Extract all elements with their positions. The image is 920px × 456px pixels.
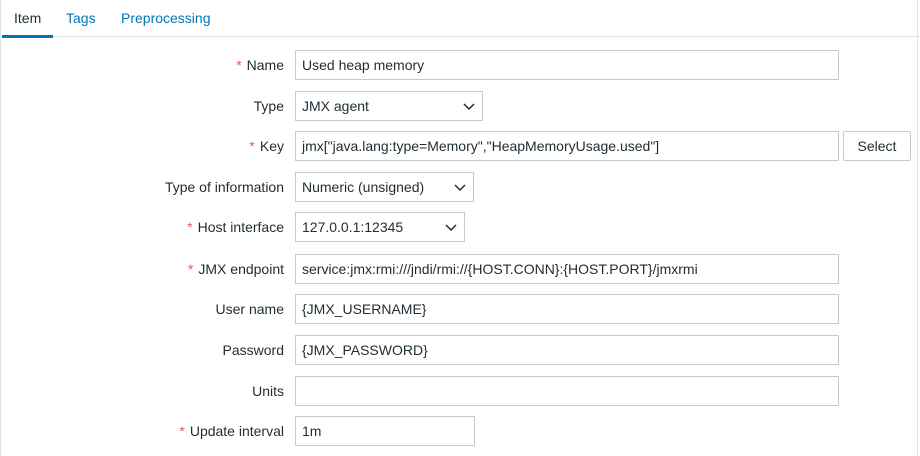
jmx-endpoint-label: *JMX endpoint: [187, 261, 284, 277]
tab-item[interactable]: Item: [2, 0, 54, 38]
user-name-label: User name: [215, 301, 284, 317]
user-name-input[interactable]: {JMX_USERNAME}: [295, 294, 839, 324]
required-marker: *: [249, 138, 255, 154]
type-label: Type: [253, 98, 284, 114]
chevron-down-icon: [454, 184, 466, 192]
update-interval-label: *Update interval: [179, 423, 284, 439]
form-row-user-name: User name {JMX_USERNAME}: [1, 294, 920, 324]
type-of-information-value: Numeric (unsigned): [302, 179, 425, 195]
chevron-down-icon: [445, 224, 457, 232]
password-input[interactable]: {JMX_PASSWORD}: [295, 335, 839, 365]
form-row-type-of-information: Type of information Numeric (unsigned): [1, 172, 920, 202]
form-row-key: *Key jmx["java.lang:type=Memory","HeapMe…: [1, 131, 920, 161]
required-marker: *: [187, 219, 193, 235]
type-select-value: JMX agent: [302, 98, 369, 114]
tab-preprocessing[interactable]: Preprocessing: [121, 10, 211, 26]
form-row-type: Type JMX agent: [1, 91, 920, 121]
host-interface-label: *Host interface: [187, 219, 284, 235]
form-row-units: Units: [1, 376, 920, 406]
update-interval-input[interactable]: 1m: [295, 416, 475, 446]
form-row-jmx-endpoint: *JMX endpoint service:jmx:rmi:///jndi/rm…: [1, 254, 920, 284]
form-row-password: Password {JMX_PASSWORD}: [1, 335, 920, 365]
required-marker: *: [236, 57, 242, 73]
tab-bar: Item Tags Preprocessing: [1, 0, 920, 38]
name-input[interactable]: Used heap memory: [295, 50, 839, 80]
required-marker: *: [179, 423, 185, 439]
host-interface-select[interactable]: 127.0.0.1:12345: [295, 212, 465, 242]
form-row-update-interval: *Update interval 1m: [1, 416, 920, 446]
key-label: *Key: [249, 138, 284, 154]
host-interface-value: 127.0.0.1:12345: [302, 219, 404, 235]
chevron-down-icon: [463, 103, 475, 111]
units-label: Units: [252, 383, 284, 399]
units-input[interactable]: [295, 376, 839, 406]
required-marker: *: [187, 261, 194, 277]
key-select-button[interactable]: Select: [843, 131, 911, 161]
key-input[interactable]: jmx["java.lang:type=Memory","HeapMemoryU…: [295, 131, 839, 161]
type-select[interactable]: JMX agent: [295, 91, 483, 121]
form-row-name: *Name Used heap memory: [1, 50, 920, 80]
jmx-endpoint-input[interactable]: service:jmx:rmi:///jndi/rmi://{HOST.CONN…: [295, 254, 839, 284]
type-of-information-label: Type of information: [164, 179, 284, 195]
type-of-information-select[interactable]: Numeric (unsigned): [295, 172, 474, 202]
tab-tags[interactable]: Tags: [66, 10, 96, 26]
form-row-host-interface: *Host interface 127.0.0.1:12345: [1, 212, 920, 242]
password-label: Password: [222, 342, 284, 358]
name-label: *Name: [236, 57, 284, 73]
